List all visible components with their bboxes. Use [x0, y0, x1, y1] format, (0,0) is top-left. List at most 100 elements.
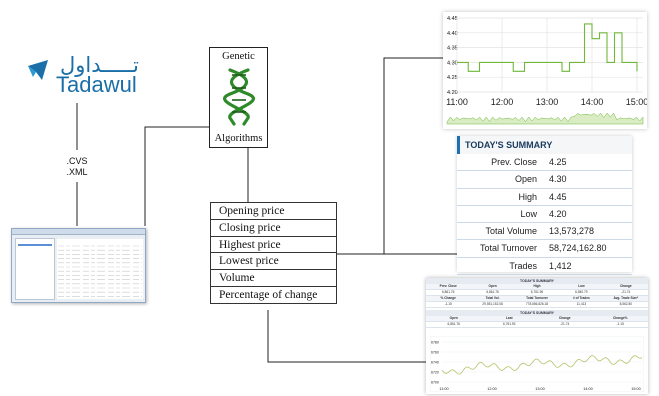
volume-strip [446, 112, 644, 125]
feature-lowest-price: Lowest price [211, 253, 336, 271]
summary-row-value: 58,724,162.80 [549, 243, 607, 254]
summary-row-label: High [518, 191, 537, 202]
mini-value-cell: -1.15 [592, 322, 648, 328]
feature-opening-price: Opening price [211, 203, 336, 220]
y-tick-label: 4.25 [447, 75, 458, 81]
summary-row-value: 4.20 [549, 208, 567, 219]
genetic-title: Genetic [222, 51, 255, 62]
summary-row-label: Total Volume [485, 226, 537, 237]
connector-list-mini [267, 310, 426, 363]
mini-value-cell: 11,413 [559, 302, 604, 308]
data-formats: .CVS .XML [57, 156, 97, 178]
mini-value-cell: 29,551,152.08 [470, 302, 515, 308]
mini-value-cell: 6,861.76 [426, 322, 482, 328]
summary-row-label: Low [520, 208, 537, 219]
mini-header-cell: # of Trades [559, 296, 604, 302]
mini-value-cell: 6,861.76 [470, 290, 515, 296]
genetic-algorithms-box: Genetic Algorithms [209, 47, 268, 148]
connector-list-chart [337, 57, 443, 255]
mini-value-cell: 8,562.80 [603, 302, 648, 308]
summary-row: Open 4.30 [457, 171, 632, 189]
mini-header-cell: Total Vol. [470, 296, 515, 302]
mini-header-cell: Total Turnover [514, 296, 560, 302]
feature-percentage-change: Percentage of change [219, 288, 318, 301]
mini-y-tick: 6720 [431, 371, 439, 375]
feature-closing-price: Closing price [211, 220, 336, 237]
mini-header-cell: Low [559, 284, 604, 290]
mini-y-tick: 6760 [431, 351, 439, 355]
x-tick-label: 11:00 [446, 97, 468, 107]
mini-summary-title-2: TODAY'S SUMMARY [426, 310, 648, 316]
genetic-caption: Algorithms [214, 133, 263, 144]
mini-value-cell: 6,761.96 [514, 290, 560, 296]
format-cvs: .CVS [66, 156, 88, 166]
x-tick-label: 15:00 [626, 97, 647, 107]
tadawul-english-name: Tadawul [56, 72, 137, 97]
summary-row: High 4.45 [457, 189, 632, 206]
mini-x-tick: 14:00 [583, 387, 593, 391]
connector-app-genetic [144, 126, 209, 226]
summary-row-label: Total Turnover [479, 243, 537, 254]
summary-row: Total Volume 13,573,278 [457, 223, 632, 241]
mini-summary-title: TODAY'S SUMMARY [426, 278, 648, 284]
y-tick-label: 4.40 [447, 31, 458, 37]
summary-row-value: 4.45 [549, 191, 567, 202]
app-titlebar [12, 229, 145, 235]
price-series-line [457, 23, 638, 72]
tadawul-arabic-name: تـــــداول [60, 53, 139, 77]
mini-value-cell: -1.15 [426, 302, 471, 308]
mini-value-cell: -21.74 [603, 290, 648, 296]
mini-header-cell: % Change [426, 296, 471, 302]
mini-header-cell: Change [537, 316, 593, 322]
y-tick-label: 4.30 [447, 60, 458, 66]
price-features-list: Opening price Closing price Highest pric… [210, 202, 337, 304]
x-tick-label: 14:00 [581, 97, 604, 107]
mini-value-cell: 6,761.93 [481, 322, 537, 328]
mini-y-tick: 6740 [431, 361, 439, 365]
mini-header-cell: Change% [592, 316, 648, 322]
summary-row: Total Turnover 58,724,162.80 [457, 240, 632, 258]
app-selected-row [18, 244, 52, 246]
data-app-thumbnail [11, 228, 146, 303]
summary-row-value: 1,412 [549, 260, 572, 271]
y-tick-label: 4.20 [447, 90, 458, 96]
summary-row-label: Trades [509, 260, 537, 271]
mini-value-cell: 778,656,826.18 [514, 302, 560, 308]
mini-x-tick: 12:00 [487, 387, 497, 391]
mini-x-tick: 13:00 [535, 387, 545, 391]
mini-header-cell: Open [470, 284, 515, 290]
feature-volume: Volume [211, 270, 336, 287]
summary-row: Low 4.20 [457, 206, 632, 224]
summary-row-value: 13,573,278 [549, 226, 595, 237]
mini-header-cell: Open [426, 316, 482, 322]
mini-chart-frame [430, 336, 644, 392]
feature-highest-price: Highest price [211, 237, 336, 254]
mini-y-tick: 6780 [431, 341, 439, 345]
tadawul-logo-icon [28, 60, 48, 80]
summary-row-value: 4.30 [549, 174, 567, 185]
summary-row: Trades 1,412 [457, 258, 632, 276]
mini-value-cell: -21.74 [537, 322, 593, 328]
mini-header-cell: High [514, 284, 560, 290]
summary-title: TODAY'S SUMMARY [457, 136, 632, 154]
summary-row-label: Open [514, 174, 537, 185]
mini-header-cell: Change [603, 284, 648, 290]
mini-y-tick: 6700 [431, 381, 439, 385]
mini-x-tick: 11:00 [439, 387, 448, 391]
summary-row-value: 4.25 [549, 157, 567, 167]
mini-index-line [441, 355, 643, 375]
mini-header-cell: Last [481, 316, 537, 322]
x-tick-label: 13:00 [536, 97, 559, 107]
app-data-grid [56, 238, 144, 300]
mini-x-tick: 15:00 [631, 387, 641, 391]
